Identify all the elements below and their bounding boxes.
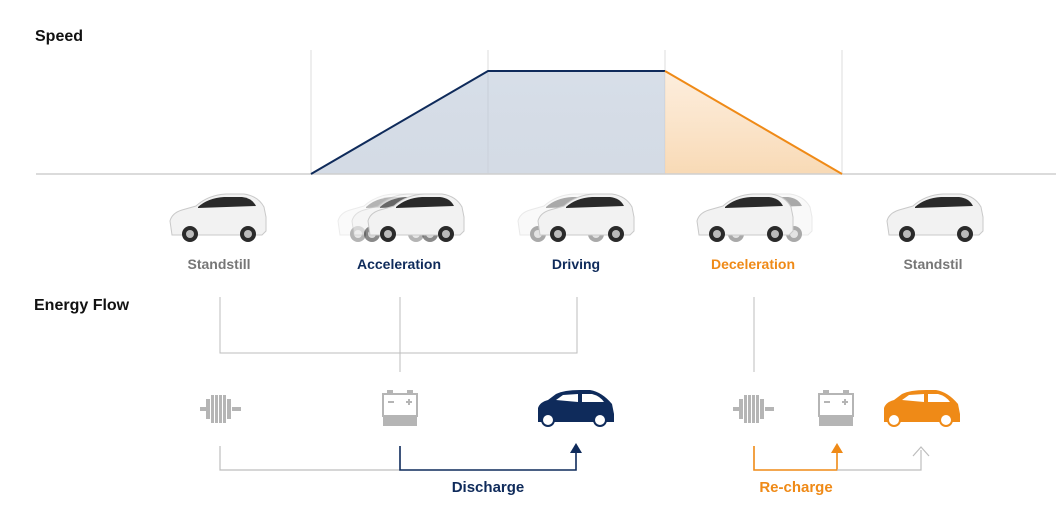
phase-label-deceleration: Deceleration [710, 256, 796, 272]
battery-icon-recharge [818, 389, 854, 427]
speed-line-decel [664, 70, 843, 175]
energy-connectors [219, 297, 755, 372]
car-standstil [886, 193, 984, 243]
motor-icon-recharge [733, 395, 774, 423]
driving-area [488, 71, 665, 174]
recharge-label: Re-charge [759, 479, 833, 496]
car-standstill [169, 193, 267, 243]
discharge-flow [219, 443, 582, 471]
energy-flow-title: Energy Flow [34, 297, 130, 314]
car-deceleration [696, 193, 813, 243]
car-icon [538, 390, 614, 427]
motor-icon [200, 395, 241, 423]
recharge-flow [753, 443, 930, 471]
speed-line-accel-drive [310, 70, 665, 175]
phase-label-standstill: Standstill [187, 256, 251, 272]
speed-title: Speed [35, 28, 84, 45]
phase-label-standstil: Standstil [903, 256, 963, 272]
car-acceleration [337, 193, 465, 243]
car-icon-recharge [884, 390, 960, 427]
phase-label-acceleration: Acceleration [356, 256, 442, 272]
car-driving [517, 193, 635, 243]
battery-icon [382, 389, 418, 427]
discharge-label: Discharge [451, 479, 525, 496]
phase-label-driving: Driving [551, 256, 601, 272]
